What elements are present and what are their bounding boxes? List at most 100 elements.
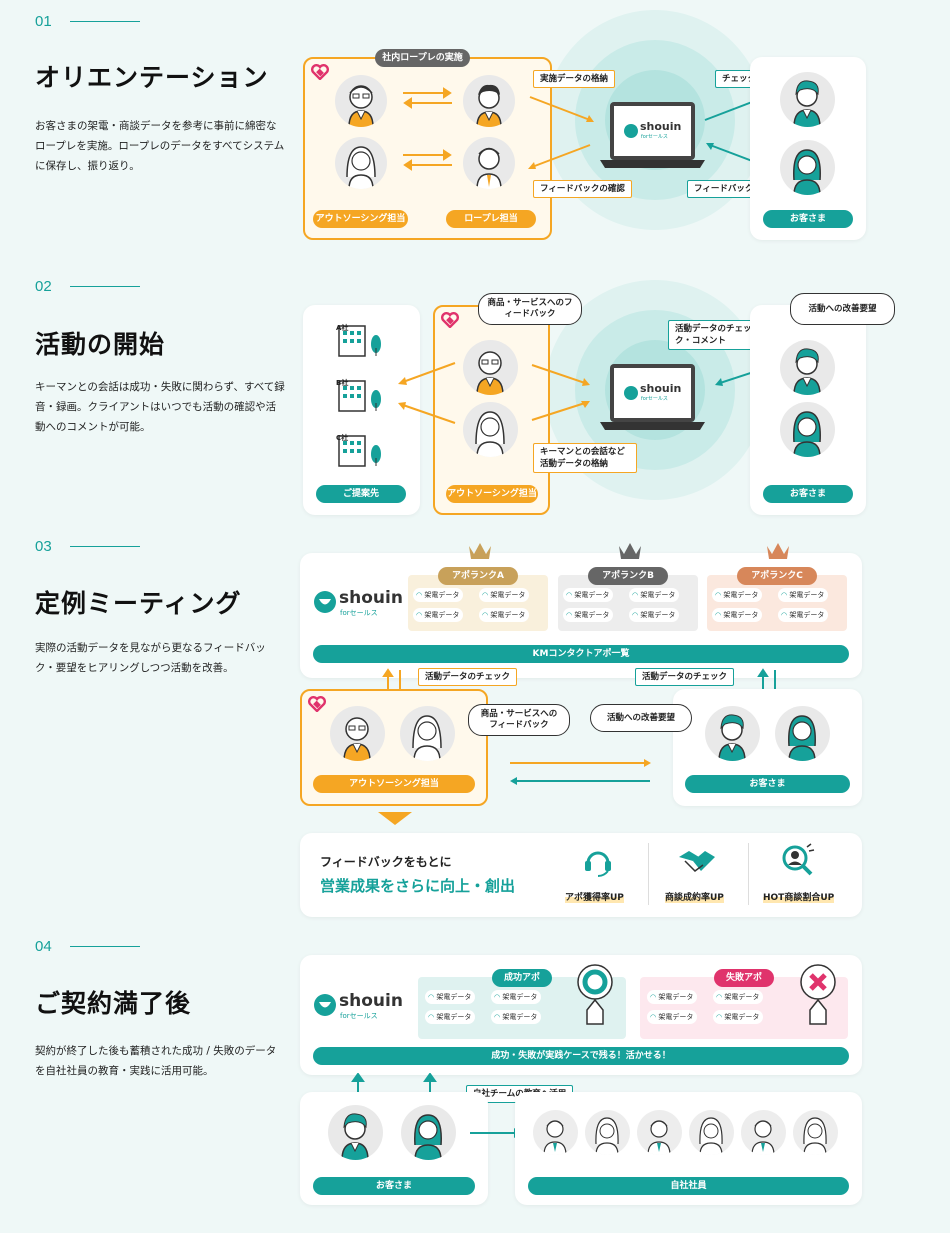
- brand-sub: forセールス: [340, 609, 378, 617]
- avatar-customer-woman: [780, 140, 835, 195]
- circle-sign-icon: [577, 964, 613, 1025]
- brand-sub: forセールス: [641, 134, 668, 140]
- avatar-customer-woman: [775, 706, 830, 761]
- shouin-logo: [313, 590, 337, 618]
- flow-label: 活動データのチェック: [418, 668, 518, 686]
- laptop-shouin: shouin forセールス: [600, 362, 705, 436]
- flow-arrows: [528, 95, 769, 169]
- data-chip: ◠ 架電データ: [425, 990, 476, 1004]
- data-chip: ◠ 架電データ: [647, 990, 698, 1004]
- exchange-arrows: [510, 759, 651, 785]
- divider: [748, 843, 749, 905]
- company-label: C社: [336, 434, 349, 442]
- data-chip: ◠ 架電データ: [491, 990, 542, 1004]
- exchange-arrows: [403, 87, 452, 171]
- data-chip: ◠ 架電データ: [479, 588, 530, 602]
- section-title: ご契約満了後: [35, 989, 192, 1018]
- flow-label: キーマンとの会話など活動データの格納: [533, 443, 637, 473]
- avatar-employee: [741, 1110, 786, 1155]
- divider: [648, 843, 649, 905]
- customer-label: お客さま: [685, 775, 850, 793]
- down-triangle: [378, 812, 412, 825]
- section-description: キーマンとの会話は成功・失敗に関わらず、すべて録音・録画。クライアントはいつでも…: [35, 381, 285, 433]
- customer-label: お客さま: [763, 210, 853, 228]
- thought-bubble: 活動への改善要望: [790, 293, 895, 325]
- building-icon: [335, 428, 385, 472]
- section-number: 03: [35, 538, 52, 555]
- data-chip: ◠ 架電データ: [629, 588, 680, 602]
- section-description: 実際の活動データを見ながら更なるフィードバック・要望をヒアリングしつつ活動を改善…: [35, 642, 266, 674]
- fail-label: 失敗アポ: [714, 969, 774, 987]
- data-chip: ◠ 架電データ: [563, 608, 614, 622]
- brand-name: shouin: [339, 991, 403, 1011]
- flow-label: フィードバックの確認: [533, 180, 632, 198]
- km-bar: KMコンタクトアポ一覧: [313, 645, 849, 663]
- company-label: A社: [336, 324, 349, 332]
- section-divider: [70, 286, 140, 287]
- section-number: 01: [35, 13, 52, 30]
- building-icon: [335, 373, 385, 417]
- section-title: 定例ミーティング: [35, 589, 242, 618]
- customer-label: お客さま: [763, 485, 853, 503]
- avatar-man-suit: [463, 137, 515, 189]
- headset-icon: [585, 851, 611, 877]
- metric-label: HOT商談割合UP: [763, 890, 835, 903]
- avatar-customer-man: [780, 72, 835, 127]
- metric-label: アポ獲得率UP: [565, 890, 624, 903]
- result-line2: 営業成果をさらに向上・創出: [320, 877, 516, 895]
- data-chip: ◠ 架電データ: [713, 990, 764, 1004]
- data-chip: ◠ 架電データ: [713, 1010, 764, 1024]
- result-panel: [300, 833, 862, 917]
- building-icon: [335, 318, 385, 362]
- data-chip: ◠ 架電データ: [778, 588, 829, 602]
- section-number: 04: [35, 938, 52, 955]
- avatar-employee: [533, 1110, 578, 1155]
- avatar-customer-woman: [780, 402, 835, 457]
- avatar-customer-man: [328, 1105, 383, 1160]
- avatar-woman: [400, 706, 455, 761]
- success-fail-bar: 成功・失敗が実践ケースで残る！活かせる！: [313, 1047, 849, 1065]
- avatar-woman: [463, 402, 518, 457]
- section-divider: [70, 946, 140, 947]
- rank-label: アポランクB: [588, 567, 668, 585]
- brand-name: shouin: [339, 588, 403, 608]
- employees-label: 自社社員: [528, 1177, 849, 1195]
- thought-bubble: 活動への改善要望: [590, 704, 692, 732]
- flow-arrows: [398, 362, 776, 424]
- company-label: B社: [336, 379, 349, 387]
- handshake-icon: [679, 851, 715, 872]
- avatar-employee: [637, 1110, 682, 1155]
- success-label: 成功アポ: [492, 969, 552, 987]
- crown-icon: [469, 543, 491, 559]
- brand-name: shouin: [640, 120, 682, 133]
- brand-sub: forセールス: [641, 396, 668, 402]
- data-chip: ◠ 架電データ: [563, 588, 614, 602]
- brand-name: shouin: [640, 382, 682, 395]
- section-divider: [70, 546, 140, 547]
- data-chip: ◠ 架電データ: [425, 1010, 476, 1024]
- role-label: アウトソーシング担当: [313, 775, 475, 793]
- avatar-customer-man: [705, 706, 760, 761]
- magnifier-person-icon: [782, 843, 815, 876]
- section-description: 契約が終了した後も蓄積された成功 / 失敗のデータを自社社員の教育・実践に活用可…: [35, 1045, 277, 1077]
- heart-logo-icon: [308, 696, 326, 716]
- data-chip: ◠ 架電データ: [778, 608, 829, 622]
- cross-sign-icon: [800, 964, 836, 1025]
- metric-label: 商談成約率UP: [665, 890, 724, 903]
- role-label: アウトソーシング担当: [313, 210, 408, 228]
- avatar-man: [463, 75, 515, 127]
- heart-logo-icon: [441, 312, 459, 332]
- data-chip: ◠ 架電データ: [479, 608, 530, 622]
- section-title: 活動の開始: [35, 330, 166, 359]
- role-label: ロープレ担当: [446, 210, 536, 228]
- section-divider: [70, 21, 140, 22]
- proposal-label: ご提案先: [316, 485, 406, 503]
- avatar-customer-man: [780, 340, 835, 395]
- customer-label: お客さま: [313, 1177, 475, 1195]
- rank-label: アポランクA: [438, 567, 518, 585]
- avatar-man-glasses: [330, 706, 385, 761]
- flow-label: 活動データのチェック・コメント: [668, 320, 763, 350]
- brand-sub: forセールス: [340, 1012, 378, 1020]
- result-line1: フィードバックをもとに: [320, 855, 452, 869]
- thought-bubble: 商品・サービスへのフィードバック: [478, 293, 582, 325]
